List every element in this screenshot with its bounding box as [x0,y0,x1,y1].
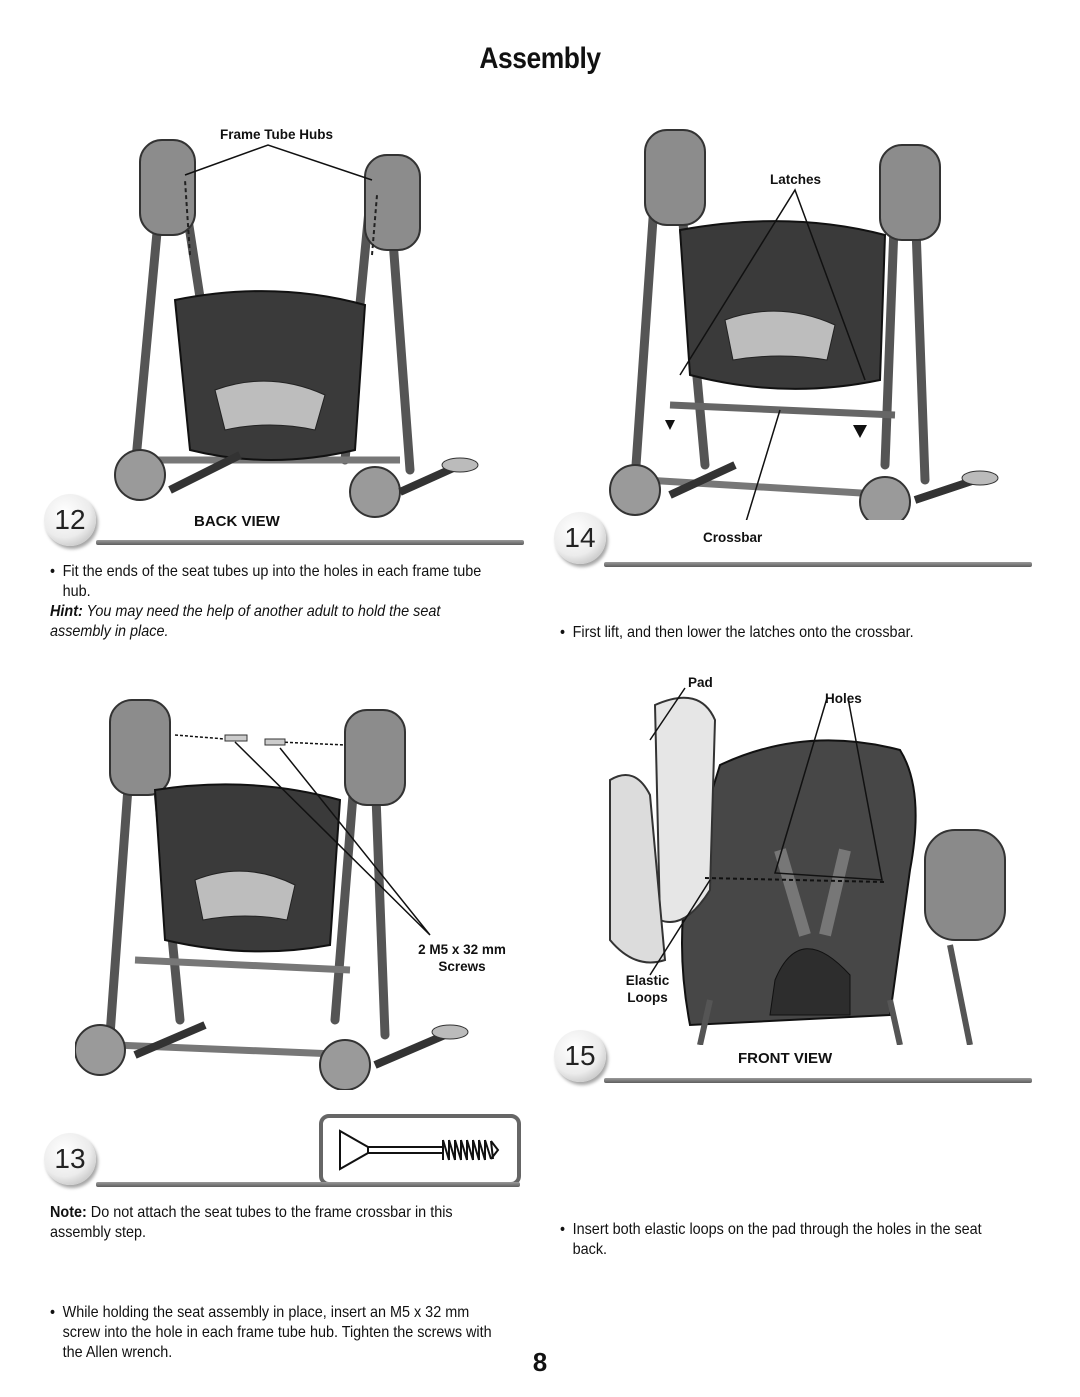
step-14-instruction: First lift, and then lower the latches o… [560,623,1014,643]
hint-text: You may need the help of another adult t… [50,603,441,640]
swing-screw-illustration [75,699,469,1090]
screws-callout-line-2: Screws [438,959,486,974]
step-12-hint: Hint: You may need the help of another a… [50,602,482,642]
elastic-loops-callout-line-1: Elastic [625,973,670,988]
note-label: Note: [50,1204,87,1221]
step-13-rule [96,1182,520,1187]
step-14-number: 14 [554,512,606,564]
step-12-instruction: Fit the ends of the seat tubes up into t… [50,562,495,602]
seat-pad-front-view-illustration [609,687,1006,1045]
step-12-rule [96,540,524,545]
swing-back-view-illustration [114,139,479,518]
latches-callout: Latches [770,172,822,187]
step-14-rule [604,562,1032,567]
screws-callout: 2 M5 x 32 mm Screws [412,941,512,975]
elastic-loops-callout: Elastic Loops [620,972,675,1006]
step-15-rule [604,1078,1032,1083]
page-number: 8 [532,1347,548,1377]
crossbar-callout: Crossbar [703,530,763,545]
step-13-number: 13 [44,1133,96,1185]
swing-latch-illustration [609,129,999,520]
step-13-instruction: While holding the seat assembly in place… [50,1303,504,1363]
step-13-note: Note: Do not attach the seat tubes to th… [50,1203,482,1243]
back-view-label: BACK VIEW [194,513,280,530]
screws-callout-line-1: 2 M5 x 32 mm [418,942,506,957]
note-text: Do not attach the seat tubes to the fram… [50,1204,453,1241]
holes-callout: Holes [825,691,862,706]
elastic-loops-callout-line-2: Loops [627,990,668,1005]
step-15-instruction: Insert both elastic loops on the pad thr… [560,1220,1005,1260]
pad-callout: Pad [688,675,713,690]
hint-label: Hint: [50,603,83,620]
frame-tube-hubs-callout: Frame Tube Hubs [220,127,334,142]
step-12-number: 12 [44,494,96,546]
page-title: Assembly [479,42,601,75]
step-15-number: 15 [554,1030,606,1082]
front-view-label: FRONT VIEW [738,1050,833,1067]
screw-actual-size-box [319,1114,521,1186]
